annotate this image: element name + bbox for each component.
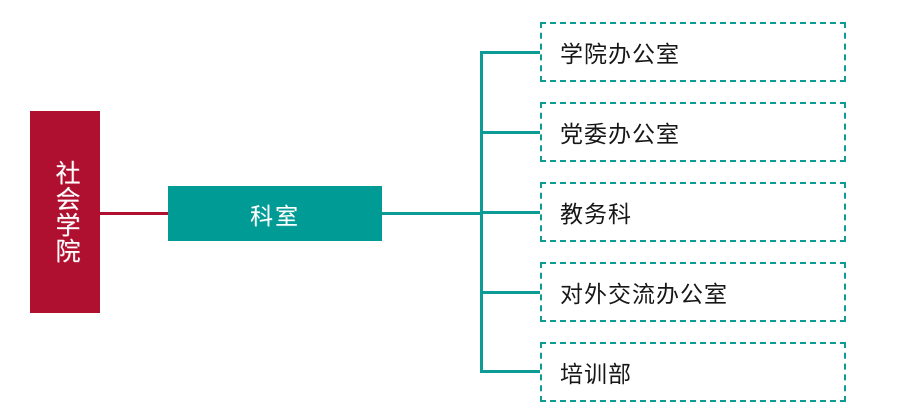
leaf-node-label: 党委办公室	[560, 122, 680, 147]
connector-root-to-branch	[100, 212, 169, 215]
leaf-node[interactable]: 对外交流办公室	[540, 262, 846, 322]
leaf-node-label: 学院办公室	[560, 42, 680, 67]
edge-trunk-to-leaf	[480, 370, 541, 373]
leaf-node-label: 培训部	[560, 362, 632, 387]
leaf-node[interactable]: 学院办公室	[540, 22, 846, 82]
leaf-node[interactable]: 党委办公室	[540, 102, 846, 162]
leaf-node-label: 对外交流办公室	[560, 282, 728, 307]
leaf-node[interactable]: 教务科	[540, 182, 846, 242]
branch-node-departments[interactable]: 科室	[168, 186, 382, 241]
edge-trunk-to-leaf	[480, 51, 541, 54]
leaf-node-label: 教务科	[560, 202, 632, 227]
root-node-label: 社会学院	[52, 160, 79, 264]
edge-trunk-to-leaf	[480, 131, 541, 134]
edge-trunk-to-leaf	[480, 211, 541, 214]
root-node-college[interactable]: 社会学院	[30, 111, 100, 313]
edge-trunk-to-leaf	[480, 291, 541, 294]
edge-branch-to-trunk	[382, 212, 483, 215]
leaf-node[interactable]: 培训部	[540, 342, 846, 402]
branch-node-label: 科室	[250, 203, 300, 229]
